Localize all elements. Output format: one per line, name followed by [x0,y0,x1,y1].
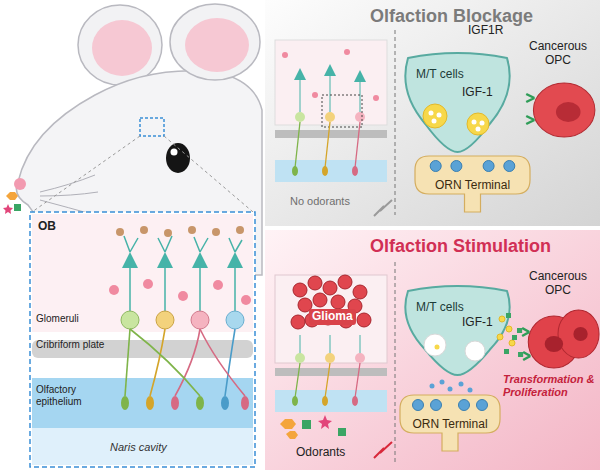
orn-terminal: ORN Terminal [400,395,500,451]
igf1r-receptor [526,94,534,124]
mt-cell-shape [405,53,509,152]
released-igf1 [497,316,515,346]
cell-label: ORN Terminal [412,418,487,432]
cancerous-opc: Cancerous OPC [517,270,599,370]
panel-heading: Olfaction Stimulation [370,236,551,257]
condition-label: No odorants [290,195,350,208]
mt-cell-outline [400,52,515,152]
cell-label: Cancerous OPC [517,40,599,68]
mt-cell: M/T cells [400,52,515,152]
condition-label: Odorants [296,446,345,460]
panel: Olfaction BlockageM/T cellsORN Terminal C… [265,0,600,226]
molecule-label: IGF-1 [462,316,493,330]
cancerous-opc: Cancerous OPC [517,40,599,140]
tumor-label: Glioma [309,309,356,325]
panel-heading: Olfaction Blockage [370,6,533,27]
empty-vesicle [424,334,485,361]
mt-cell-shape [405,286,509,375]
orn-terminal-shape [415,156,530,212]
cell-label: ORN Terminal [435,179,510,193]
cell-label: Cancerous OPC [517,270,599,298]
opc-cell-shape [533,83,595,137]
igf1-vesicle [423,104,489,135]
molecule-label: IGF1R [468,24,503,38]
orn-terminal: ORN Terminal [415,156,530,212]
synaptic-vesicle [413,400,488,411]
region-label: OB [38,220,56,234]
cell-label: M/T cells [416,301,464,315]
igf1r-receptor [522,328,530,360]
ob-miniature-blockage [275,40,392,216]
region-label: Olfactory epithelium [36,384,106,407]
molecule-label: IGF-1 [462,86,493,100]
mt-cell: M/T cells [400,285,515,375]
olfactory-inset [30,212,255,467]
region-label: Glomeruli [36,313,79,325]
mt-cell-outline [400,285,515,375]
synaptic-vesicle [430,161,515,172]
region-label: Naris cavity [110,441,167,454]
region-label: Cribriform plate [36,339,108,351]
panel: Olfaction StimulationM/T cellsORN Termin… [265,230,600,470]
effect-label: Transformation & Proliferation [503,373,595,398]
orn-terminal-shape [400,395,500,451]
panel-background [265,0,600,470]
cell-label: M/T cells [416,68,464,82]
